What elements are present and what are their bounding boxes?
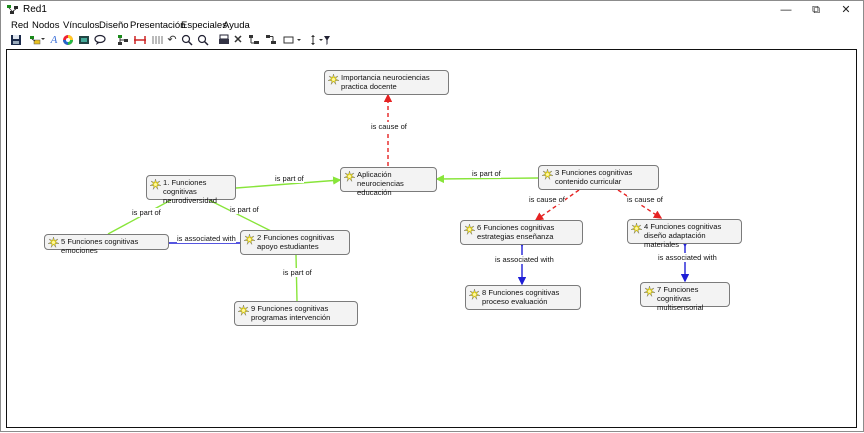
node-label: 4 Funciones cognitivas diseño adaptación… [644,222,722,249]
lightbulb-icon [631,223,642,234]
menu-especiales[interactable]: Especiales [181,20,227,31]
node-label: 1. Funciones cognitivas neurodiversidad [163,178,218,205]
lightbulb-icon [464,224,475,235]
image-icon[interactable] [78,33,90,47]
menu-bar: Red Nodos Vínculos Diseño Presentación E… [1,19,863,33]
link-icon[interactable] [133,33,147,47]
node-6[interactable]: 6 Funciones cognitivas estrategias enseñ… [460,220,583,245]
node-label: 5 Funciones cognitivas emociones [61,237,139,255]
node-1[interactable]: 1. Funciones cognitivas neurodiversidad [146,175,236,205]
lightbulb-icon [469,289,480,300]
menu-nodos[interactable]: Nodos [32,20,60,31]
link-cause-n3-n6[interactable] [534,189,580,221]
node-label: Importancia neurociencias practica docen… [341,73,430,91]
grid-icon[interactable] [151,33,163,47]
zoom-in-icon[interactable] [181,33,193,47]
lightbulb-icon [238,305,249,316]
sort-icon[interactable] [309,33,331,47]
delete-icon[interactable]: ✕ [233,34,243,46]
menu-red[interactable]: Red [11,20,29,31]
node-4[interactable]: 4 Funciones cognitivas diseño adaptación… [627,219,742,249]
link-label: is cause of [529,195,565,204]
menu-diseno[interactable]: Diseño [99,20,129,31]
node-8[interactable]: 8 Funciones cognitivas proceso evaluació… [465,285,581,310]
node-label: 9 Funciones cognitivas programas interve… [251,304,331,322]
node-5[interactable]: 5 Funciones cognitivas emociones [44,234,169,255]
link-label: is cause of [371,122,407,131]
add-node-icon[interactable] [29,33,45,47]
minimize-button[interactable]: — [780,4,792,16]
align-icon[interactable] [248,33,260,47]
restore-button[interactable]: ⧉ [812,4,820,16]
menu-vinculos[interactable]: Vínculos [63,20,100,31]
node-aplicacion[interactable]: Aplicación neurociencias educación [340,167,437,197]
link-label: is part of [275,174,304,183]
link-label: is cause of [627,195,663,204]
node-3[interactable]: 3 Funciones cognitivas contenido curricu… [538,165,659,190]
node-label: Aplicación neurociencias educación [357,170,404,197]
link-part-n1-aplicacion[interactable] [235,176,342,189]
lightbulb-icon [48,237,59,248]
node-7[interactable]: 7 Funciones cognitivas multisensorial [640,282,730,312]
print-icon[interactable] [218,33,230,47]
link-part-n5-n1[interactable] [107,199,172,235]
link-label: is part of [132,208,161,217]
lightbulb-icon [644,286,655,297]
zoom-out-icon[interactable] [197,33,209,47]
undo-icon[interactable]: ↶ [167,34,177,46]
link-label: is part of [230,205,259,214]
comment-icon[interactable] [94,33,106,47]
lightbulb-icon [150,179,161,190]
link-part-n3-aplicacion[interactable] [435,174,539,184]
menu-presentacion[interactable]: Presentación [130,20,186,31]
link-label: is associated with [658,253,717,262]
node-label: 6 Funciones cognitivas estrategias enseñ… [477,223,555,241]
font-icon[interactable]: A [50,34,58,46]
link-label: is part of [283,268,312,277]
node-label: 3 Funciones cognitivas contenido curricu… [555,168,633,186]
link-cause-n3-n4[interactable] [617,189,663,219]
close-button[interactable]: ✕ [841,4,851,16]
node-label: 2 Funciones cognitivas apoyo estudiantes [257,233,335,251]
node-9[interactable]: 9 Funciones cognitivas programas interve… [234,301,358,326]
save-icon[interactable] [10,33,22,47]
lightbulb-icon [344,171,355,182]
tree-layout-icon[interactable] [117,33,129,47]
node-label: 7 Funciones cognitivas multisensorial [657,285,704,312]
link-label: is associated with [495,255,554,264]
lightbulb-icon [542,169,553,180]
link-part-n2-n1[interactable] [208,199,272,232]
node-importancia[interactable]: Importancia neurociencias practica docen… [324,70,449,95]
link-part-n9-n2[interactable] [295,254,298,302]
window-title: Red1 [23,4,47,15]
node-shape-icon[interactable] [283,33,303,47]
network-icon [7,5,18,14]
link-label: is associated with [177,234,236,243]
node-2[interactable]: 2 Funciones cognitivas apoyo estudiantes [240,230,350,255]
menu-ayuda[interactable]: Ayuda [223,20,250,31]
color-wheel-icon[interactable] [62,33,74,47]
toolbar: A ↶ ✕ [1,33,863,48]
title-bar: Red1 — ⧉ ✕ [1,1,863,19]
distribute-icon[interactable] [265,33,277,47]
lightbulb-icon [328,74,339,85]
link-label: is part of [472,169,501,178]
node-label: 8 Funciones cognitivas proceso evaluació… [482,288,560,306]
lightbulb-icon [244,234,255,245]
